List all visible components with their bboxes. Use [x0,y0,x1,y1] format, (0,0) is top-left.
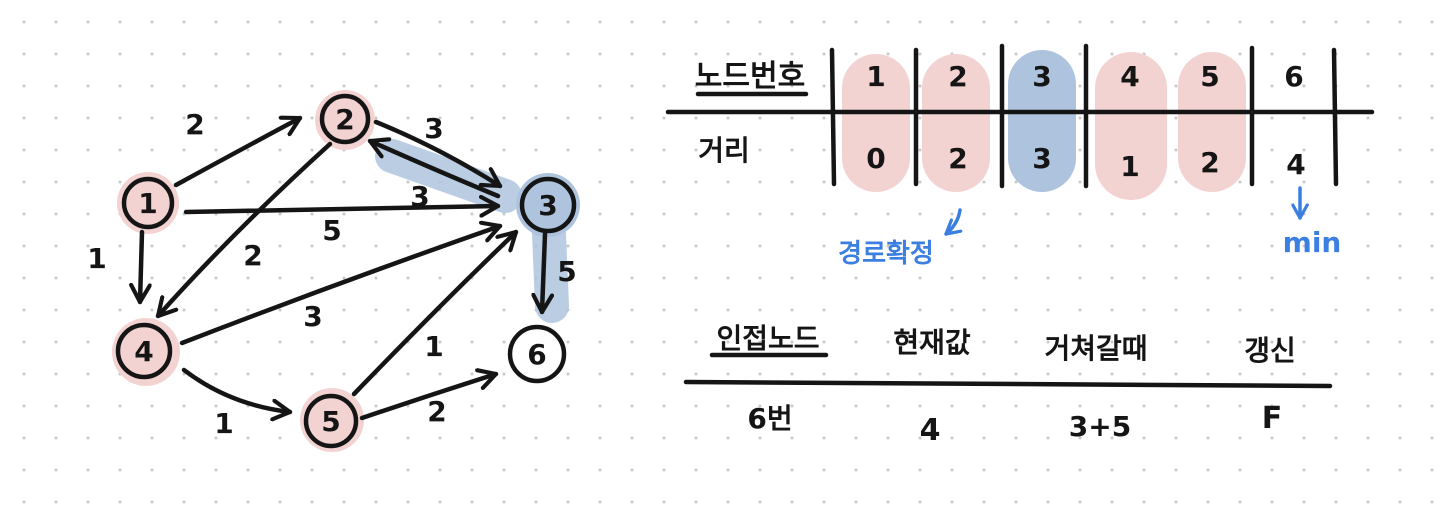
min-annotation: min [1283,226,1342,259]
node-5-label: 5 [321,405,340,438]
distance-row: 0 2 3 1 2 4 [866,142,1305,183]
node-6-label: 6 [527,338,546,371]
edge-weights: 2 5 1 3 3 2 3 1 1 2 5 [87,108,576,440]
edge-1-4 [140,229,142,305]
weight-3-2: 3 [410,180,429,213]
update-table: 인접노드 현재값 거쳐갈때 갱신 6번 4 3+5 F [683,322,1333,448]
update-table-headers: 인접노드 현재값 거쳐갈때 갱신 [709,322,1296,367]
weight-2-3: 3 [424,112,443,145]
update-cell-adjacent-node: 6번 [747,402,792,435]
weight-3-6: 5 [557,255,576,288]
update-header-current-value: 현재값 [893,326,971,359]
graph: 1 2 3 4 5 6 2 5 1 3 3 2 3 1 1 2 5 [87,90,580,452]
node-rings [115,93,577,449]
update-header-via: 거쳐갈때 [1044,332,1147,365]
edge-4-5 [181,367,293,412]
table-col-divider-0 [829,47,837,187]
weight-5-3: 1 [424,330,443,363]
col-4-node: 4 [1120,60,1139,93]
col-5-distance: 2 [1200,146,1219,179]
edge-2-3 [373,119,503,189]
update-table-divider [683,379,1333,389]
edge-3-6 [542,231,545,315]
col-1-distance: 0 [866,142,885,175]
update-cell-update: F [1262,401,1283,436]
table-col-divider-5 [1331,47,1339,187]
weight-2-4: 2 [243,239,262,272]
update-header-update: 갱신 [1244,334,1296,367]
node-4 [115,322,173,380]
annotations: 경로확정 min [838,186,1342,269]
node-3-highlight [516,173,580,237]
update-table-row: 6번 4 3+5 F [747,401,1282,448]
update-cell-via: 3+5 [1069,410,1131,443]
weight-1-3: 5 [322,214,341,247]
node-1-label: 1 [138,187,157,220]
edge-1-3 [183,206,501,212]
table-grid [665,43,1375,189]
node-labels: 1 2 3 4 5 6 [134,103,557,438]
col-4-highlight [1095,52,1167,200]
node-2 [319,93,371,145]
edge-1-2 [173,118,303,188]
col-1-highlight [842,54,910,192]
table-header-label: 노드번호 [695,59,805,94]
weight-4-5: 1 [214,407,233,440]
col-5-node: 5 [1200,60,1219,93]
col-2-highlight [922,54,990,192]
weight-5-6: 2 [427,395,446,428]
edge-5-6 [359,374,499,421]
weight-1-4: 1 [87,242,106,275]
node-3 [519,176,577,234]
col-2-node: 2 [948,60,967,93]
distance-table: 노드번호 거리 1 2 3 4 5 6 0 2 3 1 2 4 [665,43,1375,200]
weight-4-3: 3 [303,300,322,333]
node-6 [507,324,567,384]
edge-2-4 [155,141,333,319]
table-row-label: 거리 [698,134,750,167]
col-3-distance: 3 [1032,142,1051,175]
column-highlights [842,50,1246,200]
node-4-label: 4 [134,335,153,368]
edge-5-3 [351,229,519,397]
edge-3-2 [367,141,501,199]
col-5-highlight [1178,52,1246,192]
col-6-distance: 4 [1286,148,1305,181]
col-3-highlight [1008,50,1076,192]
col-2-distance: 2 [948,142,967,175]
node-2-label: 2 [335,103,354,136]
edges [140,118,545,418]
confirmed-annotation: 경로확정 [838,239,934,269]
node-3-label: 3 [538,189,557,222]
col-1-node: 1 [866,60,885,93]
edge-4-3 [179,226,503,346]
confirmed-arrow [944,208,960,236]
node-highlights [112,90,580,452]
node-1 [121,176,175,230]
node-number-row: 1 2 3 4 5 6 [866,60,1303,93]
update-cell-current-value: 4 [920,413,941,448]
node-5 [303,393,359,449]
col-3-node: 3 [1032,60,1051,93]
update-header-adjacent-node: 인접노드 [716,322,819,355]
col-4-distance: 1 [1120,150,1139,183]
weight-1-2: 2 [185,108,204,141]
highlight-path [375,139,569,323]
col-6-node: 6 [1284,60,1303,93]
